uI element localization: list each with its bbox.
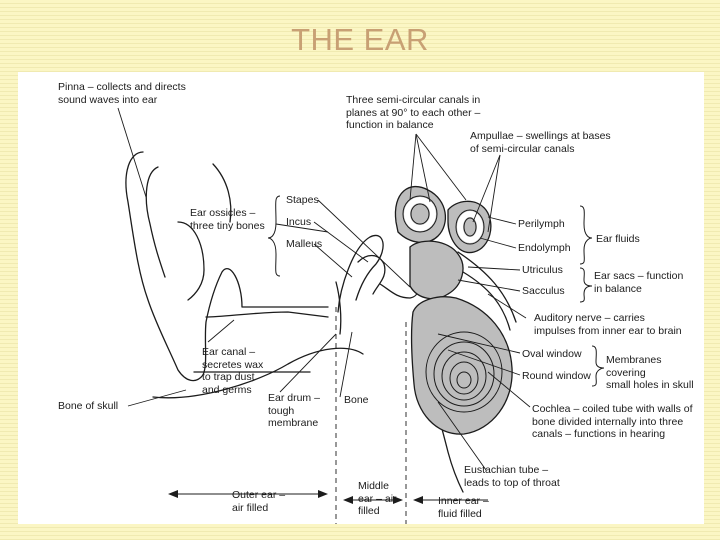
ear-drawing [117, 107, 605, 524]
label-incus: Incus [286, 216, 312, 228]
label-eustachian-tube: Eustachian tube – leads to top of throat [464, 464, 560, 489]
slide-title: THE EAR [291, 22, 429, 57]
label-outer-ear: Outer ear – air filled [232, 489, 286, 514]
label-oval-window: Oval window [522, 348, 582, 360]
semicircular-canal-2 [447, 200, 492, 254]
skull-line [152, 347, 364, 399]
label-utriculus: Utriculus [522, 264, 563, 276]
label-pinna: Pinna – collects and directs sound waves… [58, 81, 186, 106]
label-bone: Bone [344, 394, 369, 406]
label-semicircular-canals: Three semi-circular canals in planes at … [346, 94, 481, 131]
label-ear-drum: Ear drum – tough membrane [268, 392, 320, 429]
leader-lines [117, 107, 531, 524]
label-sacculus: Sacculus [522, 285, 565, 297]
vestibule [409, 240, 464, 300]
label-ampullae: Ampullae – swellings at bases of semi-ci… [470, 130, 611, 155]
label-membranes: Membranes covering small holes in skull [606, 354, 694, 391]
label-bone-of-skull: Bone of skull [58, 400, 119, 412]
label-ear-canal: Ear canal – secretes wax to trap dust an… [202, 346, 264, 396]
label-round-window: Round window [522, 370, 591, 382]
incus-shape [357, 254, 386, 295]
label-stapes: Stapes [286, 194, 319, 206]
semicircular-canal-1 [394, 185, 447, 243]
malleus-shape [337, 234, 384, 313]
label-middle-ear: Middle ear – air filled [358, 480, 397, 517]
label-perilymph: Perilymph [518, 218, 565, 230]
auditory-nerve-shape [457, 251, 517, 323]
ear-canal [205, 311, 329, 318]
label-auditory-nerve: Auditory nerve – carries impulses from i… [534, 312, 682, 337]
label-cochlea: Cochlea – coiled tube with walls of bone… [532, 403, 693, 440]
ear-drum-shape [335, 281, 342, 335]
label-ossicles: Ear ossicles – three tiny bones [190, 207, 265, 232]
label-ear-fluids: Ear fluids [596, 233, 640, 245]
ear-diagram: Pinna – collects and directs sound waves… [18, 72, 704, 524]
pinna-inner [145, 166, 166, 278]
pinna-outline [125, 151, 329, 382]
label-endolymph: Endolymph [518, 242, 571, 254]
label-malleus: Malleus [286, 238, 323, 250]
label-inner-ear: Inner ear – fluid filled [438, 495, 489, 520]
label-ear-sacs: Ear sacs – function in balance [594, 270, 684, 295]
